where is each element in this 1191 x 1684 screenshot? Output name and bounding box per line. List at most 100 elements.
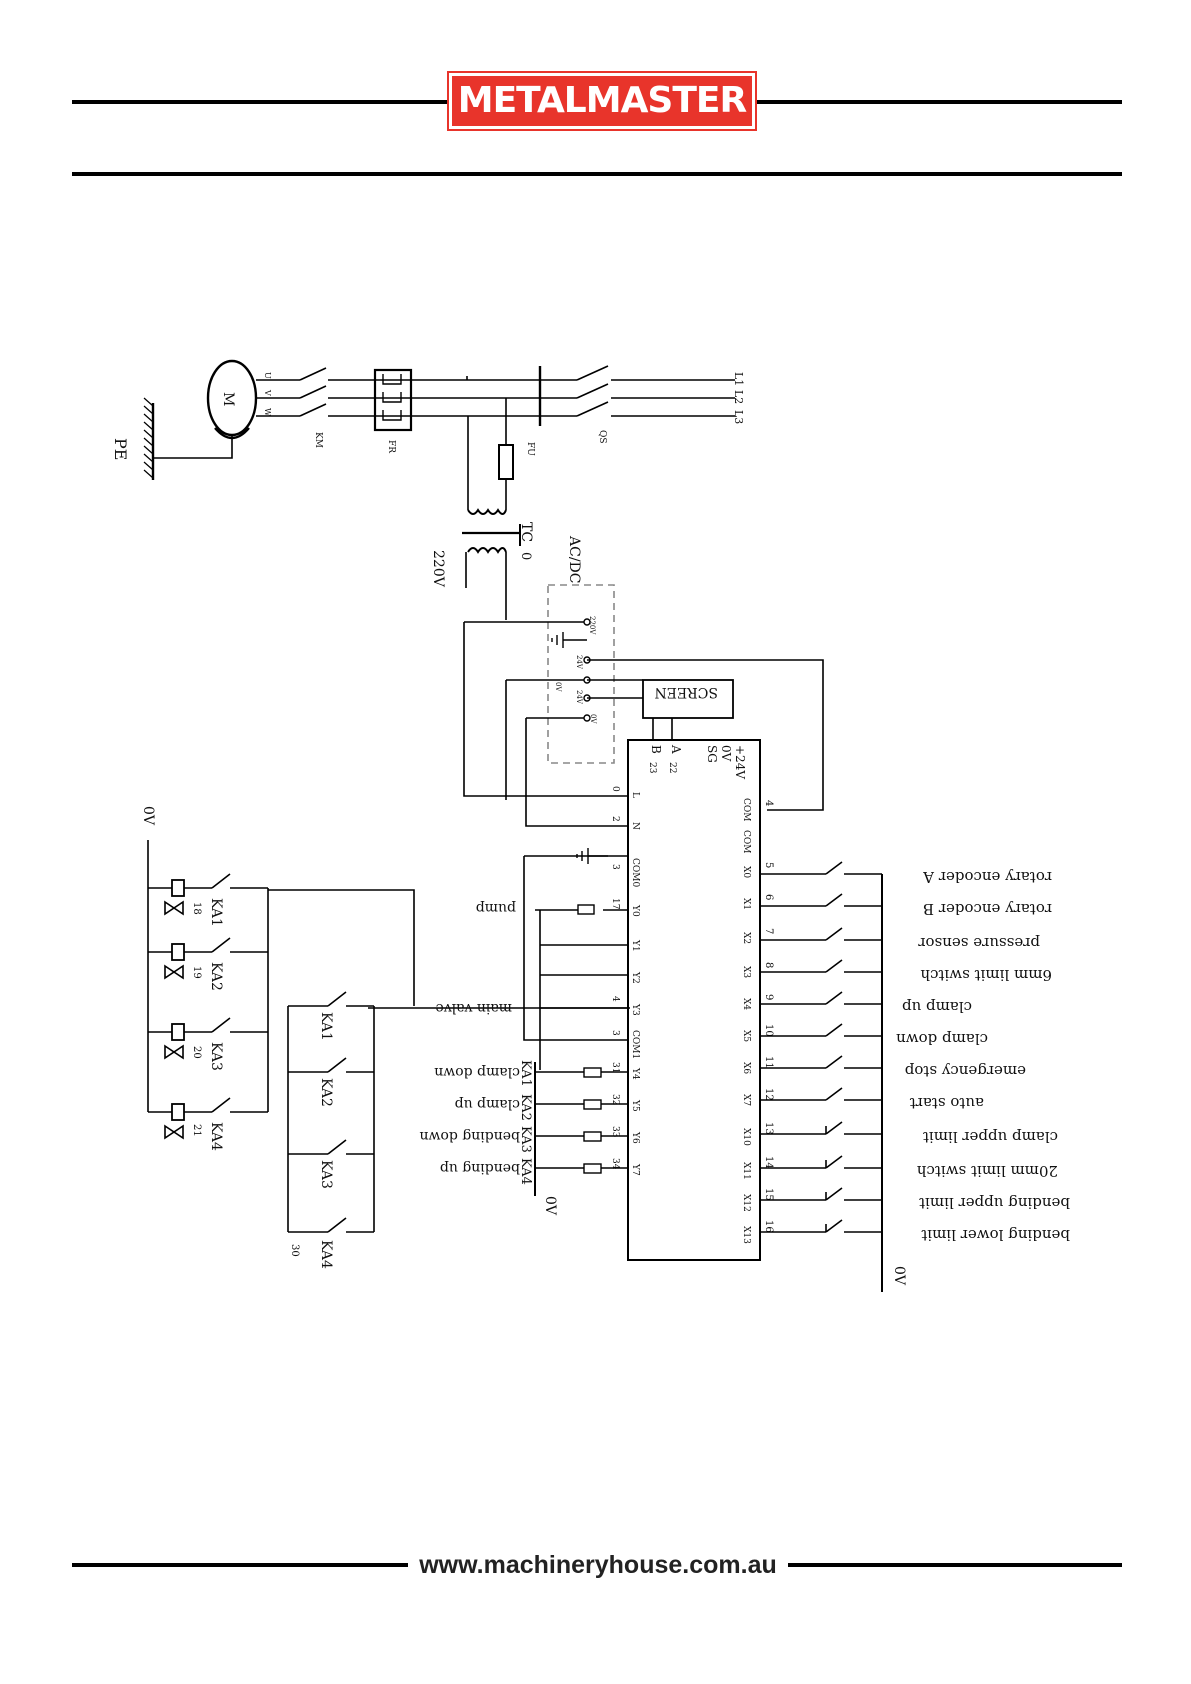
psu-box (547, 584, 615, 764)
plc-term-x1: X1 (741, 898, 751, 910)
plc-num-11: 11 (763, 1056, 774, 1069)
plc-wire-17: 17 (610, 898, 620, 910)
plc-wire-34: 34 (610, 1158, 620, 1170)
output-load-clamp-up: clamp up (455, 1096, 520, 1112)
plc-term-y1: Y1 (630, 939, 640, 952)
plc-term-com1: COM1 (630, 1030, 640, 1059)
plc-term-y2: Y2 (630, 971, 640, 984)
line-label-l2: L2 (732, 390, 745, 404)
pe-ground-wire (153, 434, 233, 459)
plc-term-x7: X7 (741, 1094, 751, 1106)
plc-term-x2: X2 (741, 932, 751, 944)
plc-num-23: 23 (647, 762, 657, 774)
input-label-auto-start: auto start (910, 1094, 984, 1112)
main-valve-label: main valve (436, 1000, 513, 1016)
plc-term-com-b: COM (741, 830, 751, 853)
contact-label-ka4: KA4 (318, 1240, 334, 1269)
plc-num-10: 10 (763, 1024, 774, 1037)
relay-contact-labels: KA1 KA2 KA3 KA4 30 (289, 1012, 334, 1269)
brand-name: METALMASTER (457, 80, 747, 121)
plc-num-4: 4 (763, 800, 774, 806)
screen-label: SCREEN (654, 684, 718, 700)
plc-wire-2: 2 (610, 816, 620, 822)
plc-num-8: 8 (763, 962, 774, 968)
plc-top-a: A (669, 744, 683, 754)
psu-24v-wire (587, 659, 824, 811)
psu-labels: AC/DC 220V 24V 0V 24V 0V SCREEN (554, 535, 718, 724)
valve-label-ka3: KA3 (208, 1042, 224, 1071)
valve-label-ka2: KA2 (208, 962, 224, 991)
plc-term-x10: X10 (741, 1128, 751, 1146)
input-label-clamp-upper-limit: clamp upper limit (923, 1128, 1058, 1146)
valve-label-ka1: KA1 (208, 898, 224, 927)
n-wire (525, 718, 608, 827)
power-labels: L1 L2 L3 U V W KM FR FU QS M PE TC 0 220… (111, 372, 745, 588)
power-section (143, 359, 735, 554)
plc-num-14: 14 (763, 1156, 774, 1169)
plc-box (627, 739, 761, 1261)
input-label-bending-upper-limit: bending upper limit (919, 1194, 1070, 1212)
plc-top-0v: 0V (719, 745, 733, 762)
input-label-pressure-sensor: pressure sensor (918, 934, 1040, 952)
output-relay-ka3: KA3 (518, 1126, 533, 1153)
plc-wire-32: 32 (610, 1094, 620, 1105)
plc-wire-33: 33 (610, 1126, 620, 1138)
qs-label: QS (597, 430, 607, 444)
psu-section (463, 552, 824, 827)
transformer-voltage: 220V (430, 550, 446, 588)
footer-url[interactable]: www.machineryhouse.com.au (408, 1548, 788, 1582)
fuse-fu (498, 444, 514, 480)
plc-num-12: 12 (763, 1088, 774, 1101)
header-rule-bottom (72, 172, 1122, 176)
psu-terminal-24v-a: 24V (575, 655, 583, 670)
plc-term-y0: Y0 (630, 904, 640, 917)
phase-label-w: W (263, 408, 272, 417)
plc-term-y6: Y6 (630, 1131, 640, 1144)
input-label-clamp-down: clamp down (896, 1030, 988, 1048)
plc-term-y7: Y7 (630, 1163, 640, 1176)
plc-num-15: 15 (763, 1188, 774, 1201)
input-label-rotary-encoder-a: rotary encoder A (923, 868, 1052, 886)
phase-label-u: U (263, 372, 272, 379)
plc-term-com0: COM0 (630, 858, 640, 887)
plc-num-7: 7 (763, 928, 774, 934)
plc-term-x3: X3 (741, 966, 751, 978)
plc-term-com-a: COM (741, 798, 751, 821)
input-label-20mm-limit-switch: 20mm limit switch (917, 1162, 1058, 1180)
plc-num-16: 16 (763, 1220, 774, 1233)
plc-num-13: 13 (763, 1122, 774, 1135)
plc-section (368, 739, 761, 1261)
psu-label: AC/DC (566, 535, 582, 583)
transformer-primary (467, 508, 507, 515)
plc-num-5: 5 (763, 862, 774, 868)
fu-label: FU (525, 442, 535, 456)
valve-common-0v: 0V (140, 806, 156, 826)
km-contact-3 (299, 403, 327, 417)
plc-term-x12: X12 (741, 1194, 751, 1212)
psu-terminal-0v-b: 0V (589, 714, 597, 724)
input-labels: rotary encoder A rotary encoder B pressu… (891, 868, 1070, 1286)
transformer-label: TC (518, 522, 534, 542)
plc-term-y5: Y5 (630, 1099, 640, 1112)
input-label-bending-lower-limit: bending lower limit (921, 1226, 1070, 1244)
plc-top-24v: +24V (733, 745, 747, 779)
plc-term-x13: X13 (741, 1226, 751, 1244)
plc-wire-31: 31 (610, 1062, 620, 1073)
plc-labels: +24V 0V SG A B 22 23 L N COM0 Y0 Y1 Y2 Y… (419, 744, 774, 1244)
plc-wire-0: 0 (610, 786, 620, 792)
valve-number-18: 18 (191, 902, 202, 915)
motor-label: M (220, 392, 236, 406)
fr-label: FR (386, 440, 396, 453)
plc-wire-4: 4 (610, 996, 620, 1002)
phase-label-v: V (263, 389, 272, 396)
output-relay-ka1: KA1 (518, 1060, 533, 1087)
l-wire (463, 622, 608, 797)
line-label-l3: L3 (732, 410, 745, 424)
input-label-clamp-up: clamp up (902, 998, 972, 1016)
input-common-0v: 0V (891, 1266, 907, 1286)
metalmaster-logo: METALMASTER (449, 73, 755, 129)
km-contact-1 (299, 367, 327, 381)
overload-relay-fr (373, 368, 413, 432)
plc-term-x5: X5 (741, 1030, 751, 1042)
